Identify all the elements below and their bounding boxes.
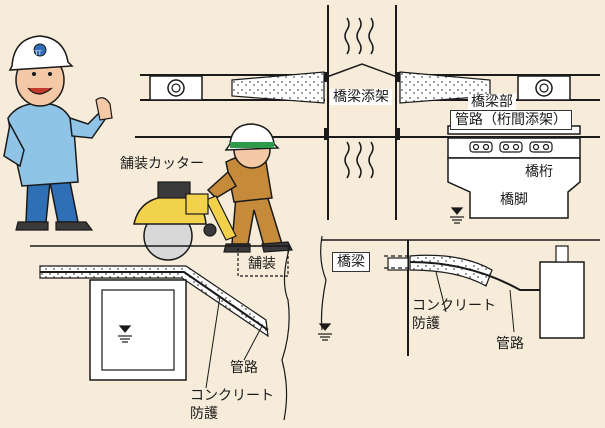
water-level-mark-right-top xyxy=(450,207,464,224)
label-bridge-girder: 橋桁 xyxy=(522,164,556,180)
water-level-mark-channel xyxy=(318,323,332,341)
label-concrete-protection-right-2: 防護 xyxy=(412,316,440,332)
label-concrete-protection-left-1: コンクリート xyxy=(190,388,274,404)
ground-cross-section-left xyxy=(30,245,290,389)
label-concrete-protection-left-2: 防護 xyxy=(190,406,218,422)
channel-middle xyxy=(281,235,332,421)
label-bridge-section-conduit: 管路（桁間添架） xyxy=(450,110,572,130)
label-conduit-right: 管路 xyxy=(496,336,524,352)
water-level-mark-manhole xyxy=(118,325,132,343)
label-concrete-protection-right-1: コンクリート xyxy=(412,298,496,314)
label-paving-cutter: 舗装カッター xyxy=(120,156,204,172)
label-pavement: 舗装 xyxy=(248,256,276,272)
heat-waves-top xyxy=(344,17,374,55)
label-bridge: 橋梁 xyxy=(332,252,370,272)
paving-cutter-machine xyxy=(133,181,237,261)
supervisor-figure xyxy=(3,35,113,231)
bridge-girder-and-pier xyxy=(447,125,581,224)
bridge-attachment-section xyxy=(135,5,600,220)
label-conduit-left: 管路 xyxy=(230,360,258,376)
heat-waves-lower xyxy=(344,141,374,179)
label-bridge-section: 橋梁部 xyxy=(468,94,516,110)
helmet-logo-text: NTT xyxy=(30,50,42,57)
worker-figure xyxy=(133,123,293,261)
upper-conduit-pipe xyxy=(140,63,600,104)
label-bridge-pier: 橋脚 xyxy=(500,192,528,208)
label-bridge-attached: 橋梁添架 xyxy=(330,89,392,105)
ground-cross-section-right xyxy=(322,239,600,356)
